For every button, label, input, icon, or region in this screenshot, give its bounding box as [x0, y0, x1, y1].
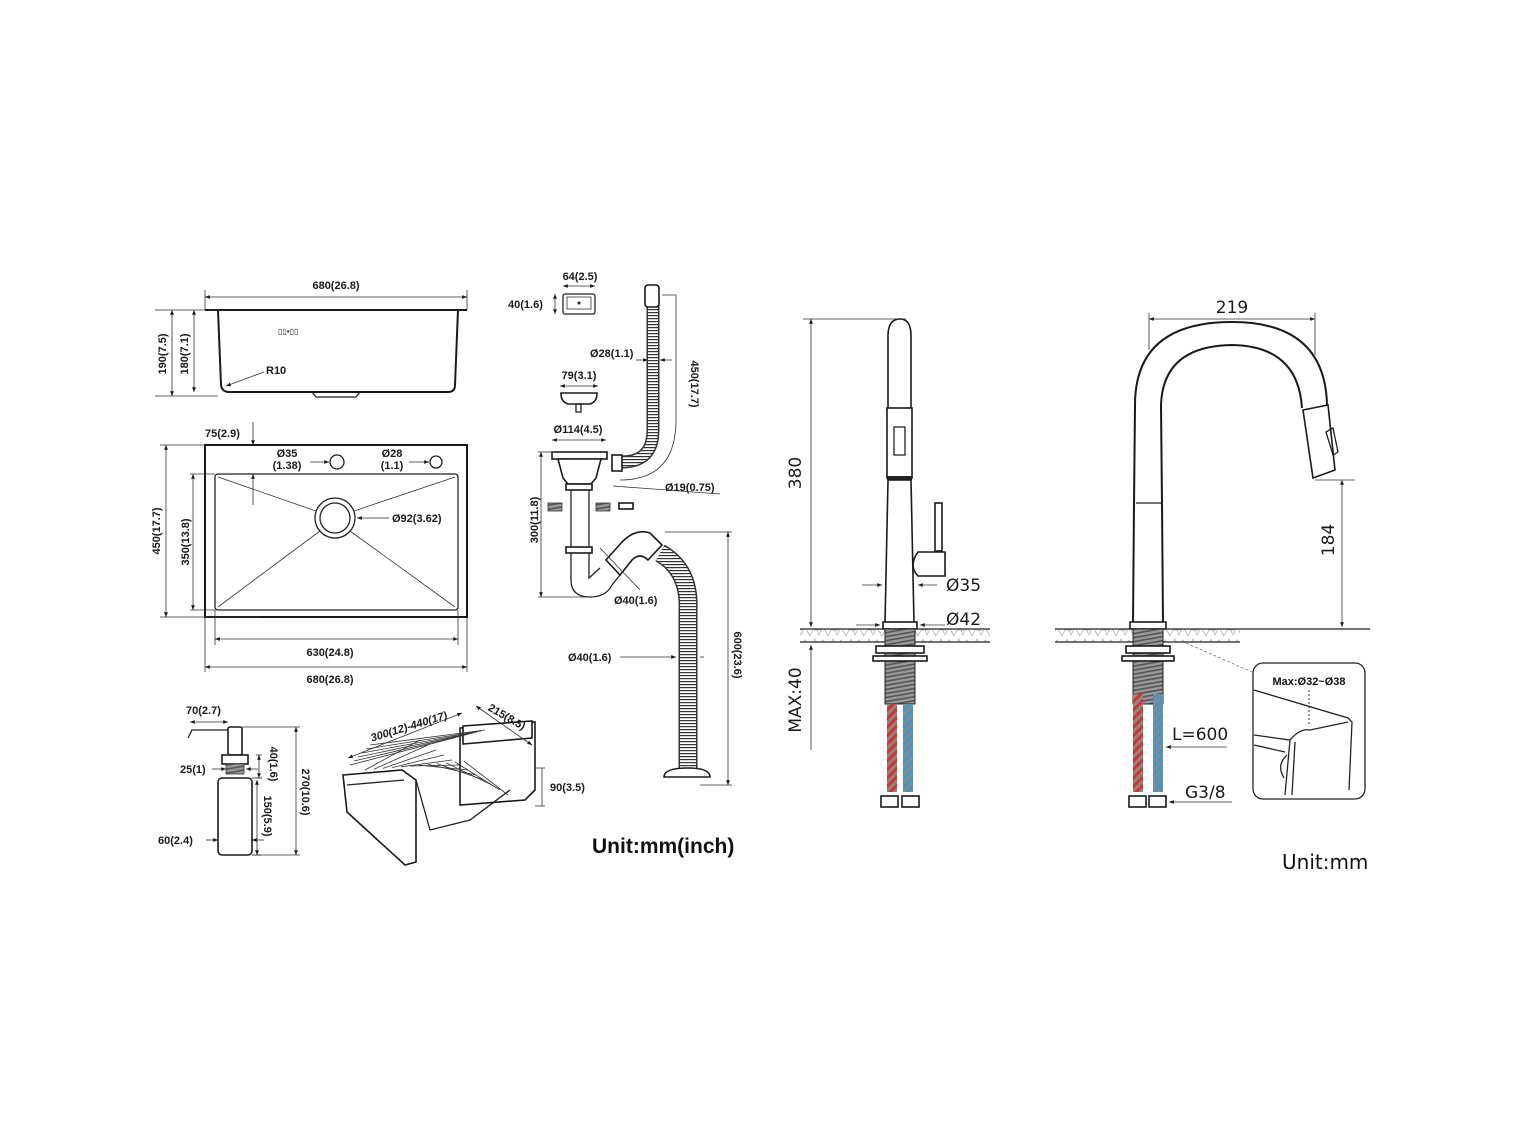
total-height-label: 270(10.6): [299, 768, 311, 815]
basket-end-panel: [342, 769, 417, 866]
sink-outline: [204, 444, 468, 618]
flange-diameter-label: Ø114(4.5): [554, 424, 603, 436]
strainer-width-label: 79(3.1): [562, 370, 597, 382]
overflow-slots-icon: ▯▯•▯▯: [278, 327, 298, 336]
faucet-body: [884, 479, 915, 624]
hose-end: [663, 767, 711, 778]
spray-head: [1302, 404, 1336, 480]
reach-label: 219: [1216, 298, 1248, 318]
dispenser-spout: [187, 729, 228, 739]
dispenser-bottle: [217, 777, 253, 856]
trap-elbow: [604, 530, 664, 577]
overflow-hose-length-label: 450(17.7): [688, 360, 700, 407]
faucet-spout-top: [887, 318, 912, 408]
neck-height-label: 40(1.6): [267, 747, 279, 782]
basket-slat: [454, 761, 501, 791]
side-inlet: [547, 502, 563, 512]
hole2-inch-label: (1.1): [381, 460, 404, 472]
sink-outer-height-label: 190(7.5): [157, 333, 169, 374]
faucet-handle: [934, 502, 943, 552]
faucet-front-view: 219 184 L=600 G3/8 Max:Ø32~Ø38: [1055, 298, 1370, 808]
connector-size-label: G3/8: [1185, 783, 1226, 803]
trap-diameter-label: Ø40(1.6): [614, 595, 658, 607]
spout-height-label: 184: [1319, 524, 1339, 556]
faucet-hole: [329, 454, 345, 470]
unit-label-left: Unit:mm(inch): [592, 835, 734, 858]
overflow-hose: [621, 292, 658, 467]
bottle-diameter-label: 60(2.4): [158, 835, 193, 847]
sink-side-view: 680(26.8) ▯▯•▯▯ 190(7.5) 180(7.1) R10: [155, 280, 468, 398]
drain-hole: [314, 497, 356, 539]
dish-basket: 300(12)-440(17) 215(8.5) 90(3.5): [342, 702, 585, 866]
soap-dispenser: 70(2.7) 25(1) 40(1.6) 150(5.9) 270(10.6)…: [158, 705, 311, 856]
drain-outlet: [311, 391, 361, 398]
drain-hose: [655, 546, 697, 770]
hole1-inch-label: (1.38): [273, 460, 302, 472]
unit-label-right: Unit:mm: [1282, 850, 1368, 874]
sink-inner-height-label: 180(7.1): [179, 333, 191, 374]
sink-width-label: 680(26.8): [312, 280, 359, 292]
overflow-width-label: 64(2.5): [563, 271, 598, 283]
max-thickness-label: MAX:40: [786, 667, 806, 732]
hot-water-hose: [887, 704, 897, 792]
bottle-height-label: 150(5.9): [261, 796, 273, 837]
hose-length-label: L=600: [1172, 725, 1228, 745]
dispenser-hole: [429, 455, 443, 469]
corner-radius-label: R10: [266, 365, 286, 377]
drain-hose-dia-label: Ø40(1.6): [568, 652, 612, 664]
sink-bowl: [214, 473, 459, 611]
trap-height-label: 300(11.8): [529, 496, 541, 543]
cold-water-hose-front: [1153, 694, 1163, 792]
hole1-diameter-label: Ø35: [277, 448, 298, 460]
basket-slat: [445, 762, 493, 786]
spout-length-label: 70(2.7): [186, 705, 221, 717]
inner-depth-label: 350(13.8): [180, 518, 192, 565]
overall-width-label: 680(26.8): [306, 674, 353, 686]
basket-slat: [463, 760, 509, 796]
faucet-height-label: 380: [786, 457, 806, 489]
hole-range-label: Max:Ø32~Ø38: [1272, 676, 1345, 688]
base-diameter-label: Ø42: [946, 610, 981, 630]
cold-water-hose: [903, 704, 913, 792]
sink-body: [205, 309, 467, 393]
body-diameter-label: Ø35: [946, 576, 981, 596]
overflow-hose-dia-label: Ø28(1.1): [590, 348, 634, 360]
drain-diameter-label: Ø92(3.62): [392, 513, 442, 525]
hot-water-hose-front: [1133, 694, 1143, 792]
drain-hose-length-label: 600(23.6): [731, 631, 743, 678]
faucet-gooseneck: [1132, 320, 1328, 624]
faucet-side-view: 380 MAX:40 Ø35 Ø42: [786, 318, 990, 808]
thread-size-label: 25(1): [180, 764, 206, 776]
side-inlet-dia-label: Ø19(0.75): [665, 482, 715, 494]
overflow-height-label: 40(1.6): [508, 299, 543, 311]
drain-flange: [551, 451, 608, 460]
strainer-basket: [560, 392, 598, 405]
sink-top-view: Ø35 (1.38) Ø28 (1.1) 75(2.9) Ø92(3.62) 4…: [151, 422, 468, 686]
hose-nut: [880, 795, 899, 808]
outer-depth-label: 450(17.7): [151, 507, 163, 554]
hole-offset-label: 75(2.9): [205, 428, 240, 440]
hole2-diameter-label: Ø28: [382, 448, 403, 460]
mounting-shank: [884, 628, 916, 705]
overflow-cover: [562, 293, 596, 315]
basket-slat: [400, 759, 453, 768]
bowl-width-label: 630(24.8): [306, 647, 353, 659]
basket-height-label: 90(3.5): [550, 782, 585, 794]
pull-down-head: [886, 407, 913, 479]
drain-kit: 64(2.5) 40(1.6) Ø28(1.1) 450(17.7) 79(3.…: [508, 271, 743, 786]
dispenser-pump-head: [227, 726, 243, 756]
